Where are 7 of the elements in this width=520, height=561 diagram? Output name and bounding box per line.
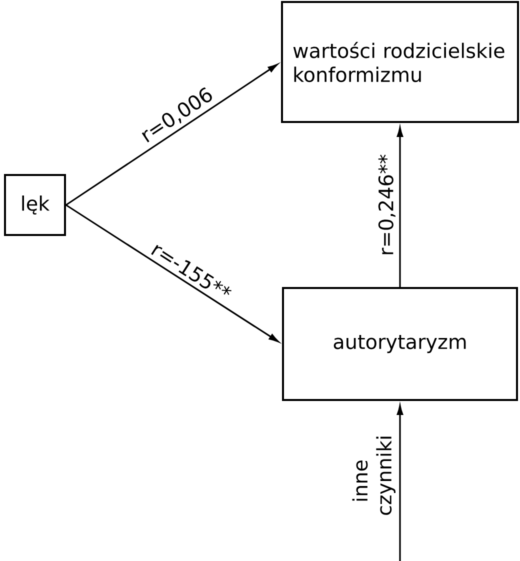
edge-label: r=0,246** xyxy=(378,154,396,254)
box: wartości rodzicielskie konformizmu xyxy=(281,1,519,123)
edge-label: inne czynniki xyxy=(352,436,396,515)
box: autorytaryzm xyxy=(282,287,518,401)
arrow xyxy=(66,204,279,342)
arrow xyxy=(66,64,278,206)
box: lęk xyxy=(4,174,66,236)
